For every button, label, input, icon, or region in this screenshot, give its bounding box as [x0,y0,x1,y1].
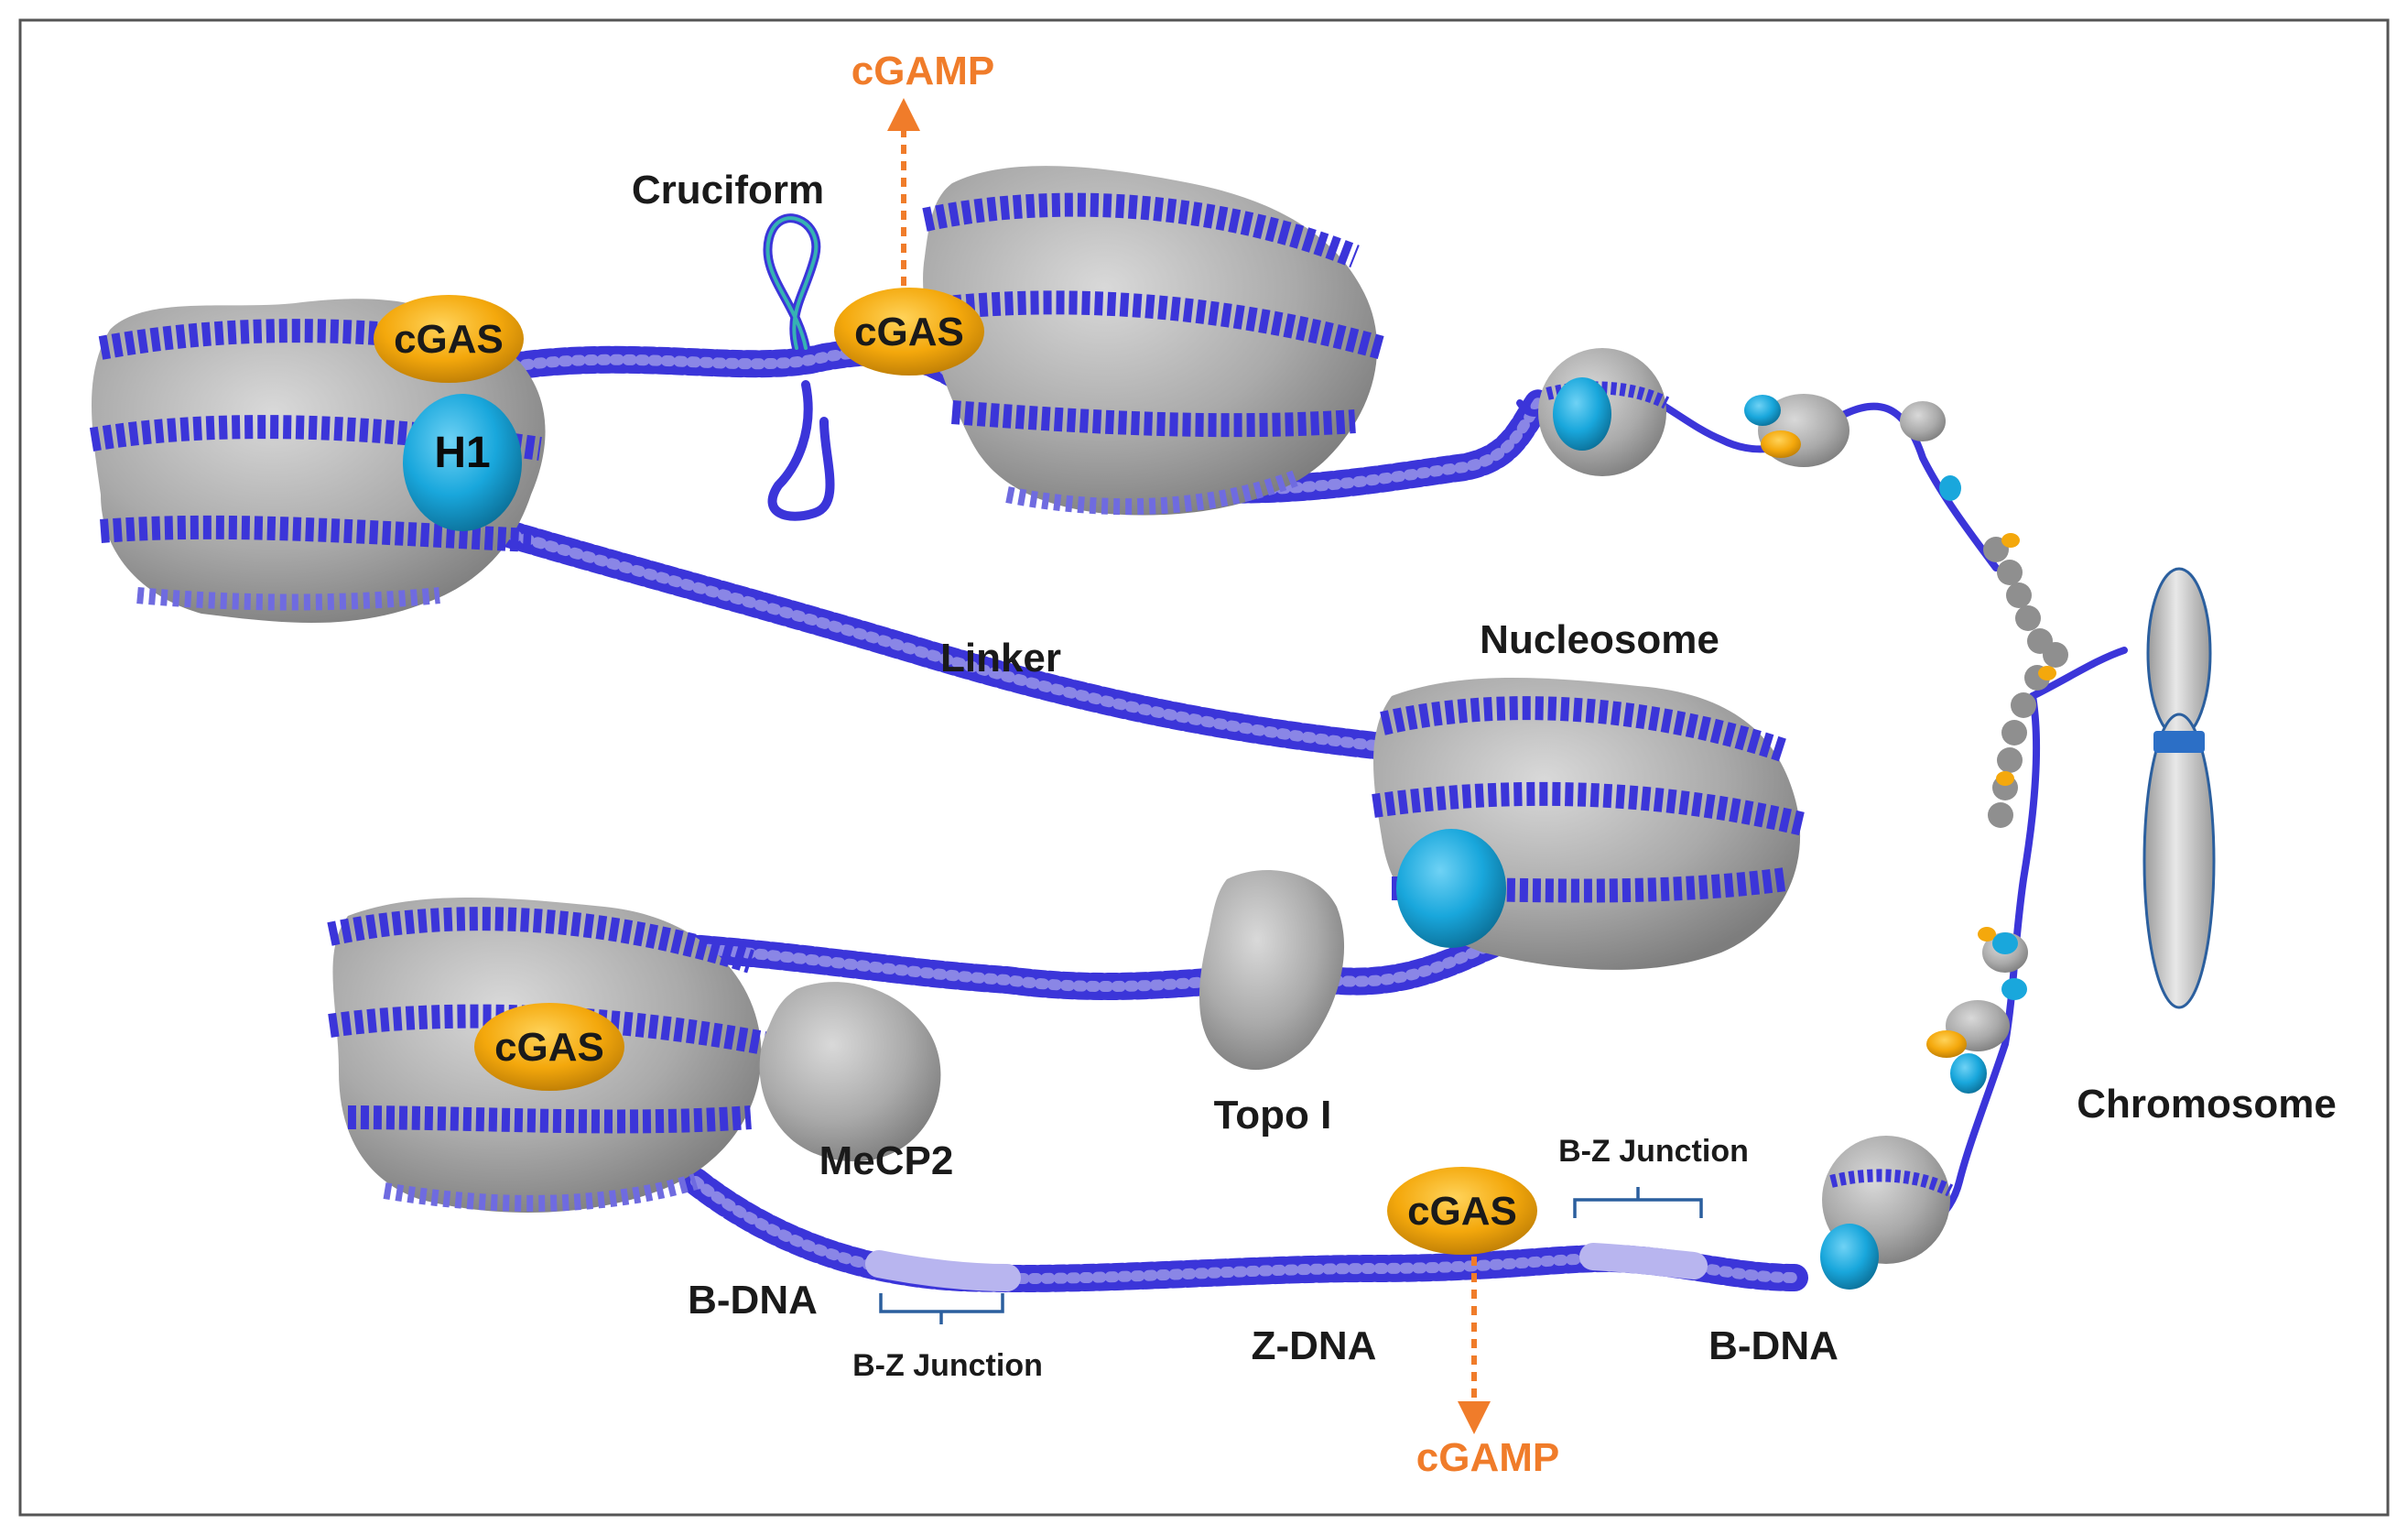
cgas-label-1: cGAS [394,317,504,362]
z-dna-label: Z-DNA [1252,1323,1377,1368]
small-h1-dots [1939,475,2027,1000]
topo-i-label: Topo I [1214,1093,1332,1138]
bz-junction-bracket-left [879,1293,1004,1324]
chromosome-shape [2142,567,2216,1009]
bz-junction-bracket-right [1573,1187,1703,1218]
cgamp-bottom-label: cGAMP [1416,1435,1559,1480]
mecp2-protein [759,982,941,1162]
topo-i-protein [1199,870,1345,1071]
cgas-protein-small-2 [1926,1030,1967,1058]
cgas-protein-1 [374,295,524,383]
cgas-protein-2 [834,288,984,376]
cgas-protein-4 [1387,1167,1537,1255]
b-dna-label-left: B-DNA [688,1278,818,1323]
b-dna-label-right: B-DNA [1708,1323,1839,1368]
h1-protein-small-1 [1553,377,1611,451]
h1-protein-small-4 [1950,1053,1987,1094]
h1-protein-nucleosome [1396,829,1506,948]
nucleosome-top-center [914,166,1386,516]
h1-protein [403,394,522,531]
bz-junction-label-left: B-Z Junction [852,1348,1043,1383]
h1-protein-small-2 [1744,395,1781,426]
cgas-protein-3 [474,1003,624,1091]
cgas-label-4: cGAS [1407,1189,1517,1234]
bz-junction-label-right: B-Z Junction [1558,1134,1749,1169]
cruciform-structure [763,213,835,521]
h1-label: H1 [434,429,490,477]
linker-label: Linker [940,636,1061,680]
cruciform-label: Cruciform [632,168,824,212]
small-cgas-dots [1978,533,2056,942]
cgas-label-3: cGAS [494,1025,604,1070]
bz-junction-segment-right [1579,1243,1708,1279]
nucleosome-label: Nucleosome [1480,617,1719,662]
cgas-protein-small-1 [1761,430,1801,458]
cgas-label-2: cGAS [854,310,964,354]
bz-junction-segment-left [865,1250,1021,1291]
dna-strands [426,338,2128,1293]
h1-protein-small-3 [1820,1224,1879,1290]
cgamp-top-label: cGAMP [851,49,994,93]
chromosome-label: Chromosome [2077,1082,2337,1127]
mecp2-label: MeCP2 [819,1138,954,1183]
